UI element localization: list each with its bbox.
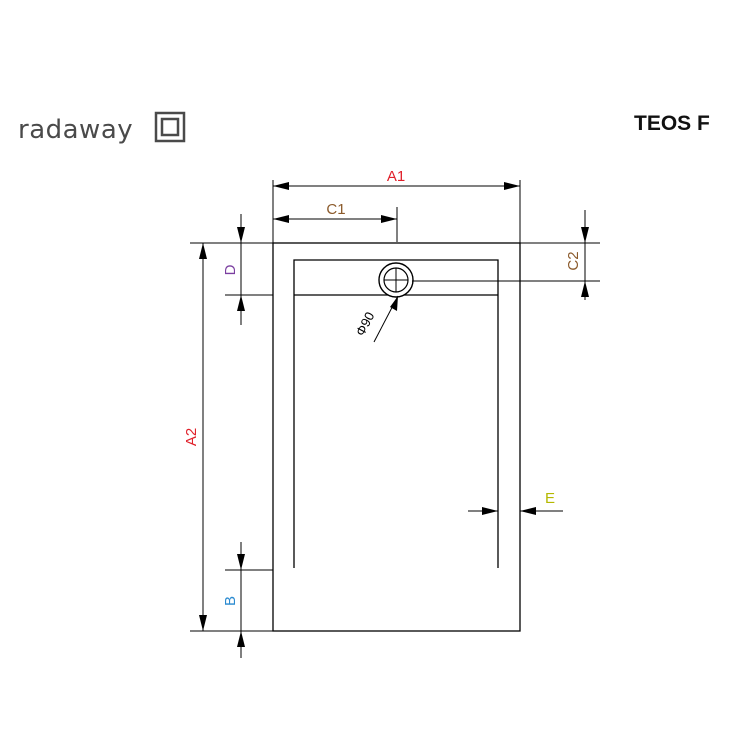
drain-diameter-leader (373, 295, 399, 343)
label-d: D (222, 264, 239, 275)
label-c2: C2 (565, 251, 582, 270)
product-title: TEOS F (634, 112, 710, 135)
tray-inner-channel (293, 259, 499, 568)
drain-icon (378, 262, 414, 298)
dimension-e (468, 507, 563, 515)
dimension-b (225, 542, 273, 658)
label-e: E (545, 490, 555, 507)
dimension-a2 (190, 243, 273, 632)
dimension-d (190, 214, 273, 325)
label-c1: C1 (326, 201, 345, 218)
label-drain-diameter: Φ90 (353, 309, 378, 338)
brand-name: radaway (18, 115, 133, 145)
square-in-square-logo-icon (154, 111, 186, 143)
label-b: B (222, 596, 239, 606)
label-a2: A2 (183, 428, 200, 446)
dimension-c2 (412, 210, 600, 300)
tray-outline (272, 242, 521, 632)
dimension-c1 (273, 207, 398, 242)
label-a1: A1 (387, 168, 405, 185)
dimension-a1 (272, 180, 521, 243)
